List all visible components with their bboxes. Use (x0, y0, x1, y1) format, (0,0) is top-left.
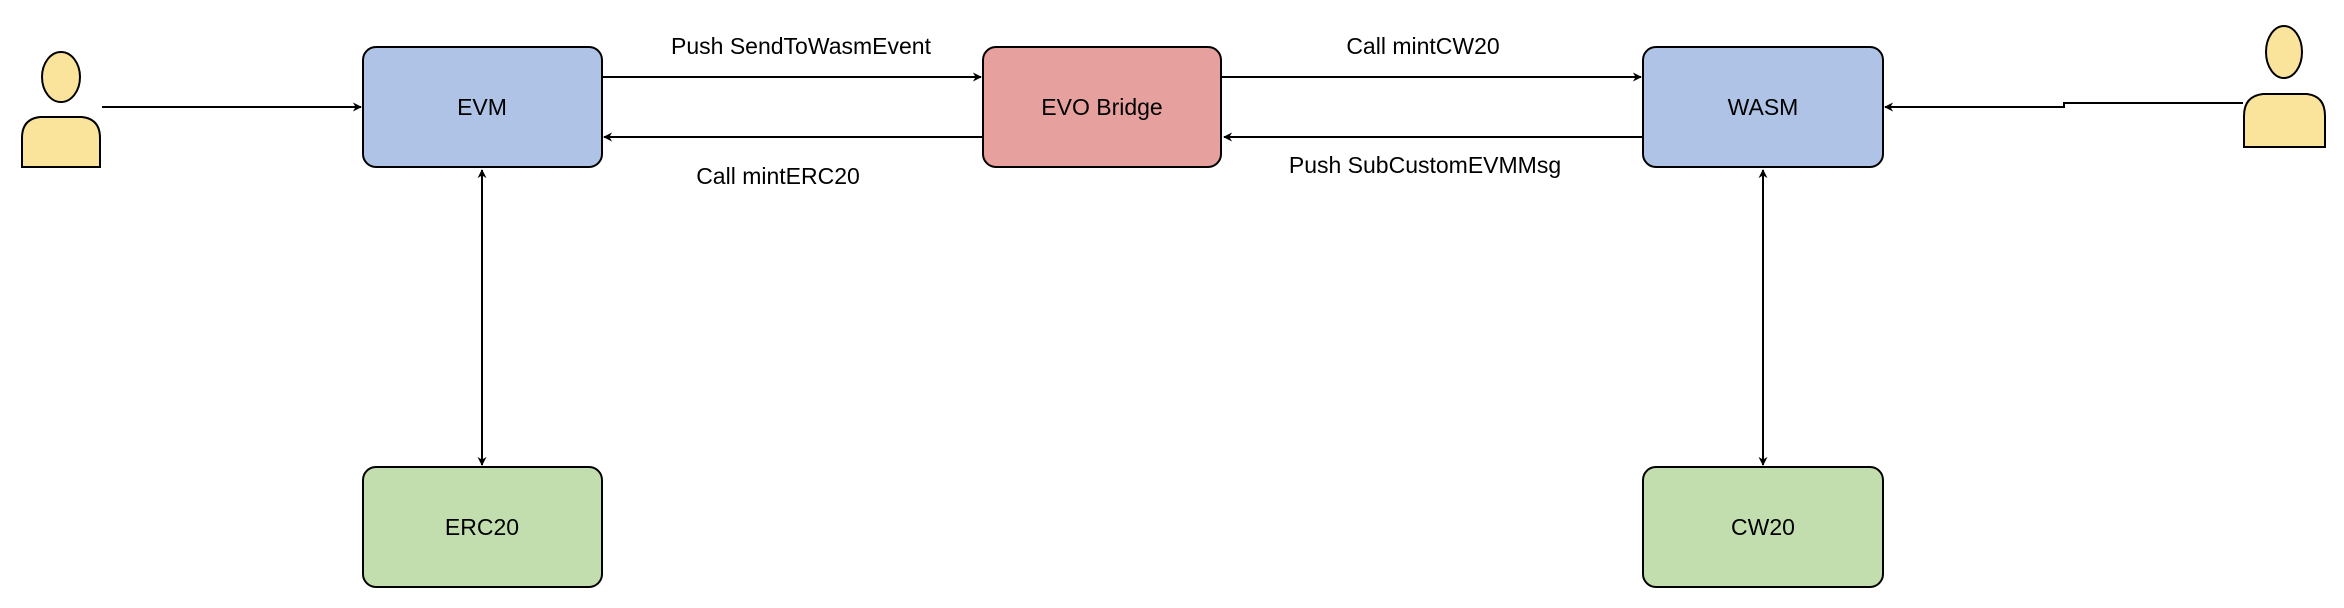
cw20-node: CW20 (1642, 466, 1884, 588)
push-send-to-wasm-event-label: Push SendToWasmEvent (671, 33, 932, 59)
erc20-box (362, 466, 603, 588)
right-user-icon (2243, 25, 2326, 148)
edge-user-to-wasm (1884, 102, 2243, 112)
call-mint-erc20-label: Call mintERC20 (696, 163, 860, 189)
evm-node: EVM (362, 46, 603, 168)
cw20-box (1642, 466, 1884, 588)
evo-bridge-node: EVO Bridge (982, 46, 1222, 168)
evm-label: EVM (457, 94, 507, 120)
left-user-icon (21, 51, 101, 168)
evo-bridge-box (982, 46, 1222, 168)
push-sub-custom-evm-msg-label: Push SubCustomEVMMsg (1289, 152, 1561, 178)
evm-box (362, 46, 603, 168)
wasm-label: WASM (1728, 94, 1799, 120)
evo-bridge-label: EVO Bridge (1041, 94, 1162, 120)
wasm-box (1642, 46, 1884, 168)
call-mint-cw20-label: Call mintCW20 (1346, 33, 1499, 59)
cw20-label: CW20 (1731, 514, 1795, 540)
wasm-node: WASM (1642, 46, 1884, 168)
erc20-node: ERC20 (362, 466, 603, 588)
erc20-label: ERC20 (445, 514, 519, 540)
